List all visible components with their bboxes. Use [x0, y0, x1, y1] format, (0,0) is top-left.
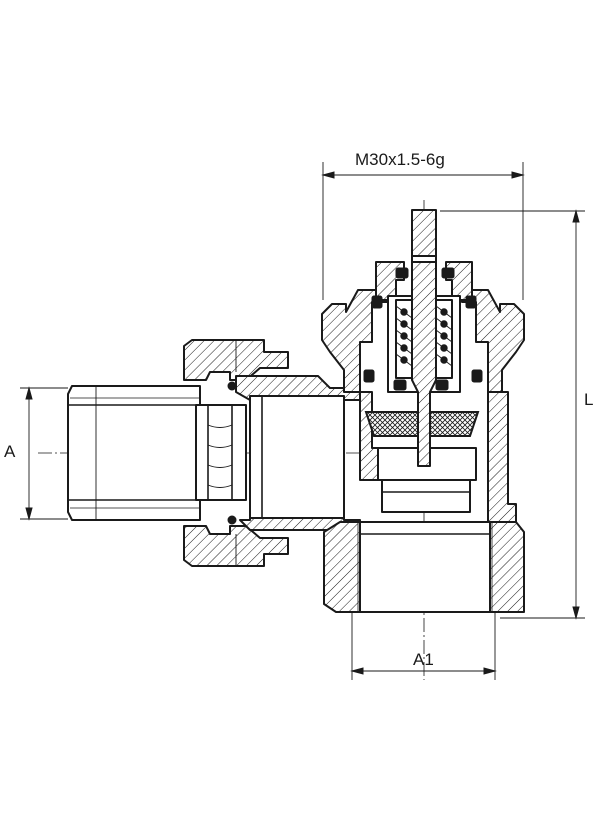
union-nut: [183, 339, 289, 567]
inlet-tailpiece: [67, 385, 247, 521]
outlet-connection: [323, 521, 525, 613]
dimension-thread: M30x1.5-6g: [321, 150, 525, 300]
dimension-outlet: A1: [350, 612, 497, 680]
dimension-length: L: [440, 209, 593, 620]
dimension-inlet: A: [4, 386, 68, 521]
outlet-dimension-label: A1: [413, 650, 434, 669]
valve-stem: [411, 209, 437, 467]
thread-dimension-label: M30x1.5-6g: [355, 150, 445, 169]
inlet-dimension-label: A: [4, 442, 16, 461]
valve-body: [235, 375, 517, 531]
length-dimension-label: L: [584, 390, 593, 409]
